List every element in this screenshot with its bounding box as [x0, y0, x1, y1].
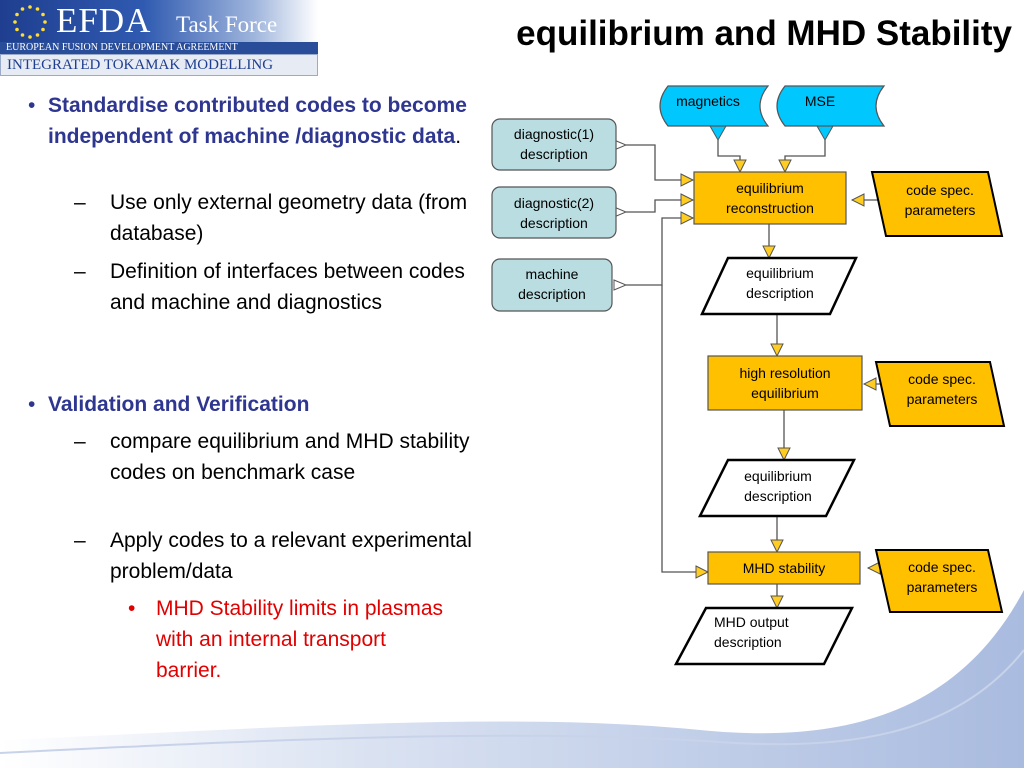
- machine-shape: [491, 258, 613, 312]
- code-spec-2-line2: parameters: [907, 391, 978, 407]
- code-spec-3-shape: [874, 549, 1004, 613]
- slide-title: equilibrium and MHD Stability: [516, 14, 1012, 53]
- arrowhead: [733, 159, 747, 174]
- machine-box: machine description: [491, 258, 613, 312]
- equilibrium-description-2: equilibrium description: [697, 458, 857, 518]
- code-spec-1-shape: [870, 171, 1004, 237]
- eu-stars-icon: [13, 5, 47, 39]
- equilibrium-description-1: equilibrium description: [700, 256, 858, 316]
- logo-banner: EFDA Task Force: [0, 0, 318, 42]
- sub-bullet-apply: Apply codes to a relevant experimental p…: [74, 525, 482, 587]
- machine-label-line2: description: [518, 286, 586, 302]
- mhd-output-line2: description: [714, 634, 782, 650]
- mse-shape: [776, 85, 886, 127]
- equilibrium-reconstruction-line2: reconstruction: [726, 200, 814, 216]
- equilibrium-description-1-shape: [700, 256, 858, 316]
- equilibrium-reconstruction-box: equilibrium reconstruction: [693, 171, 847, 225]
- code-spec-2: code spec. parameters: [874, 361, 1006, 427]
- equilibrium-description-1-line1: equilibrium: [746, 265, 814, 281]
- arrowhead: [778, 159, 792, 174]
- diagnostic-2-label-line2: description: [520, 215, 588, 231]
- diagnostic-2-label-line1: diagnostic(2): [514, 195, 594, 211]
- equilibrium-reconstruction-line1: equilibrium: [736, 180, 804, 196]
- magnetics-label: magnetics: [676, 93, 740, 109]
- diagnostic-1-shape: [491, 118, 617, 171]
- equilibrium-description-1-line2: description: [746, 285, 814, 301]
- port-triangle: [709, 125, 727, 142]
- equilibrium-reconstruction-shape: [693, 171, 847, 225]
- code-spec-3: code spec. parameters: [874, 549, 1004, 613]
- diagnostic-1-box: diagnostic(1) description: [491, 118, 617, 171]
- bullet-standardise-text: Standardise contributed codes to become …: [48, 94, 467, 148]
- high-resolution-equilibrium-box: high resolution equilibrium: [707, 355, 863, 411]
- arrowhead: [770, 343, 784, 358]
- diagnostic-1-label-line1: diagnostic(1): [514, 126, 594, 142]
- efda-logo: EFDA Task Force EUROPEAN FUSION DEVELOPM…: [0, 0, 318, 76]
- code-spec-3-line2: parameters: [907, 579, 978, 595]
- arrowhead: [862, 377, 877, 391]
- diagnostic-2-shape: [491, 186, 617, 239]
- arrowhead: [777, 447, 791, 462]
- port-triangle: [613, 279, 628, 291]
- equilibrium-description-2-shape: [697, 458, 857, 518]
- mhd-output-description: MHD output description: [673, 606, 855, 666]
- code-spec-1-line1: code spec.: [906, 182, 974, 198]
- magnetics-shape: [659, 85, 770, 127]
- arrowheads: [613, 125, 881, 610]
- port-triangle: [816, 125, 834, 142]
- mhd-stability-box: MHD stability: [707, 551, 861, 585]
- code-spec-1-line2: parameters: [905, 202, 976, 218]
- bullet-validation: Validation and Verification: [28, 389, 468, 420]
- equilibrium-description-2-line2: description: [744, 488, 812, 504]
- sub-bullet-interfaces: Definition of interfaces between codes a…: [74, 256, 482, 318]
- input-magnetics: magnetics: [659, 85, 770, 127]
- mhd-stability-shape: [707, 551, 861, 585]
- sub-sub-bullet-mhd-limits: MHD Stability limits in plasmas with an …: [128, 593, 448, 686]
- sub-bullet-compare: compare equilibrium and MHD stability co…: [74, 426, 482, 488]
- code-spec-3-line1: code spec.: [908, 559, 976, 575]
- arrowhead: [770, 595, 784, 610]
- high-resolution-line2: equilibrium: [751, 385, 819, 401]
- sub-bullet-geometry: Use only external geometry data (from da…: [74, 187, 482, 249]
- arrowhead: [850, 193, 865, 207]
- arrowhead: [762, 245, 776, 260]
- arrowhead: [680, 211, 695, 225]
- input-mse: MSE: [776, 85, 886, 127]
- diagnostic-2-box: diagnostic(2) description: [491, 186, 617, 239]
- diagnostic-1-label-line2: description: [520, 146, 588, 162]
- high-resolution-line1: high resolution: [739, 365, 830, 381]
- code-spec-2-line1: code spec.: [908, 371, 976, 387]
- code-spec-1: code spec. parameters: [870, 171, 1004, 237]
- mse-label: MSE: [805, 93, 835, 109]
- arrowhead: [770, 539, 784, 554]
- logo-subtitle-2: INTEGRATED TOKAMAK MODELLING: [0, 54, 318, 76]
- arrowhead: [680, 193, 695, 207]
- logo-subtitle-1: EUROPEAN FUSION DEVELOPMENT AGREEMENT: [0, 42, 318, 54]
- logo-tagline: Task Force: [176, 12, 278, 37]
- mhd-output-line1: MHD output: [714, 614, 789, 630]
- mhd-output-description-shape: [673, 606, 855, 666]
- bullet-standardise: Standardise contributed codes to become …: [28, 90, 468, 152]
- logo-brand: EFDA: [56, 1, 152, 40]
- bullet-standardise-suffix: .: [455, 125, 462, 148]
- footer-wave: [0, 590, 1024, 768]
- arrowhead: [680, 173, 695, 187]
- machine-label-line1: machine: [526, 266, 579, 282]
- arrowhead: [695, 565, 710, 579]
- equilibrium-description-2-line1: equilibrium: [744, 468, 812, 484]
- high-resolution-equilibrium-shape: [707, 355, 863, 411]
- mhd-stability-label: MHD stability: [743, 560, 825, 576]
- code-spec-2-shape: [874, 361, 1006, 427]
